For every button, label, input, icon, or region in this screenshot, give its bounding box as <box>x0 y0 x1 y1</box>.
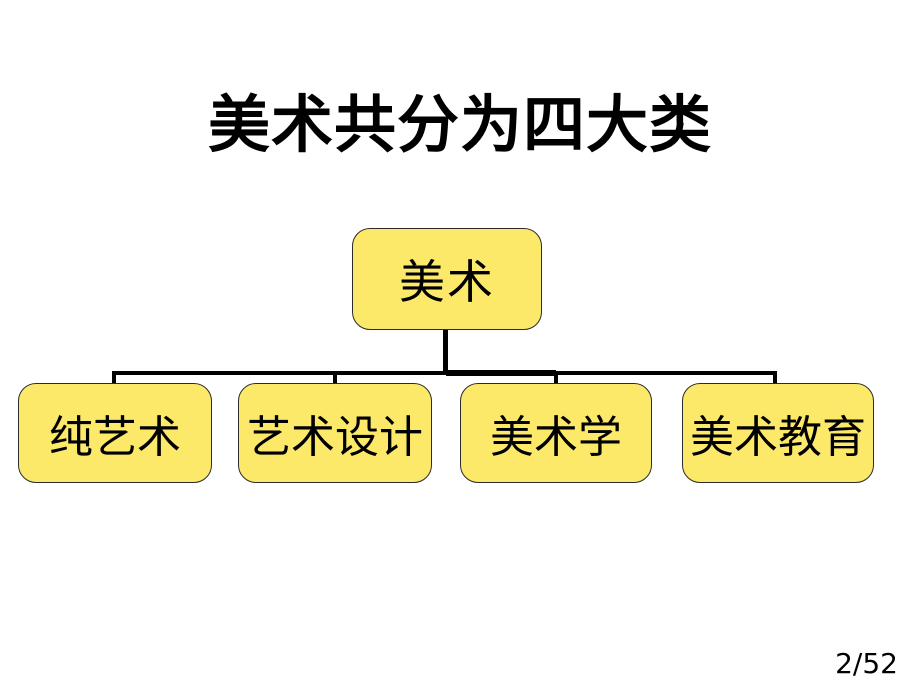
diagram-node-child-3[interactable]: 美术学 <box>460 383 652 483</box>
diagram-node-child-4[interactable]: 美术教育 <box>682 383 874 483</box>
connector-drop-2 <box>333 371 337 385</box>
page-title: 美术共分为四大类 <box>207 88 712 161</box>
diagram-node-child-1[interactable]: 纯艺术 <box>18 383 212 483</box>
connector-drop-1 <box>112 371 116 385</box>
connector-drop-4 <box>773 371 777 385</box>
diagram-node-child-1-label: 纯艺术 <box>49 412 181 463</box>
diagram-node-child-2[interactable]: 艺术设计 <box>238 383 432 483</box>
diagram-node-child-2-label: 艺术设计 <box>247 412 423 463</box>
diagram-node-root-label: 美术 <box>399 255 495 309</box>
connector-drop-3 <box>554 371 558 385</box>
connector-horizontal-bar-left <box>112 371 446 375</box>
connector-horizontal-bar-overlap <box>446 370 556 376</box>
diagram-node-child-4-label: 美术教育 <box>690 412 866 463</box>
page-counter: 2/52 <box>835 647 898 680</box>
connector-horizontal-bar-right <box>446 371 776 375</box>
diagram-node-child-3-label: 美术学 <box>490 412 622 463</box>
connector-root-stem <box>443 330 448 374</box>
diagram-node-root[interactable]: 美术 <box>352 228 542 330</box>
